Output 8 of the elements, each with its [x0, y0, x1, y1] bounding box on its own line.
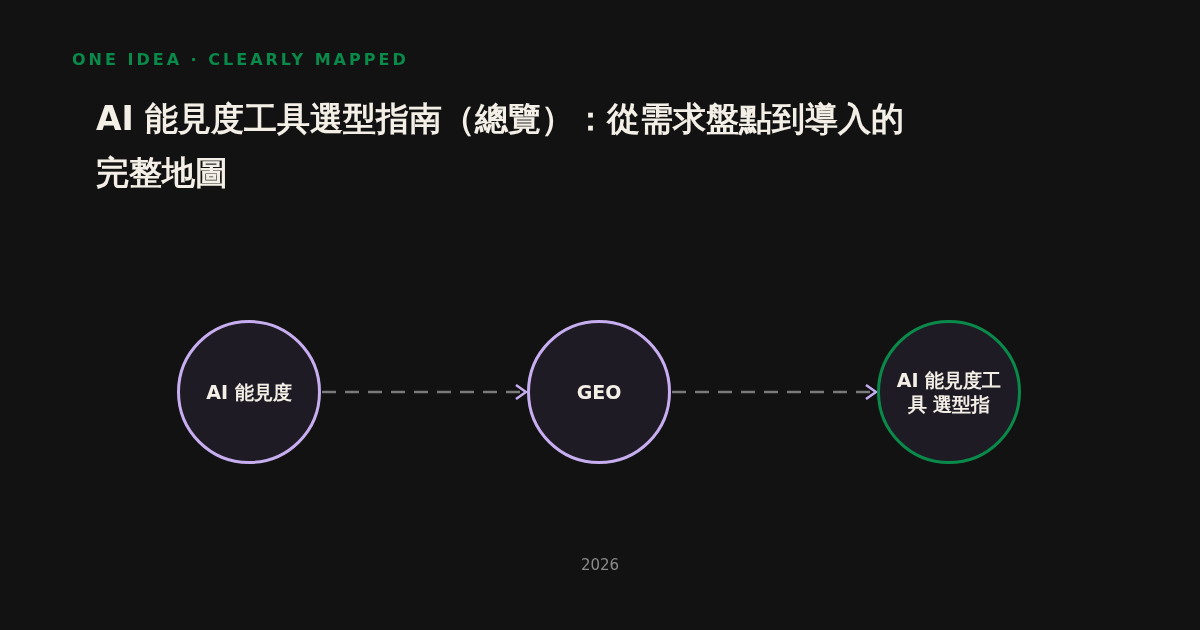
- node-label: GEO: [576, 380, 622, 404]
- node-label: AI 能見度工具 選型指: [895, 368, 1003, 416]
- title: AI 能見度工具選型指南（總覽）：從需求盤點到導入的完整地圖: [96, 98, 906, 194]
- footer-text: 2026: [580, 556, 620, 574]
- kicker-text: ONE IDEA · CLEARLY MAPPED: [72, 50, 409, 69]
- node-label: AI 能見度: [206, 380, 292, 404]
- arrow: [672, 383, 878, 401]
- arrow: [322, 383, 528, 401]
